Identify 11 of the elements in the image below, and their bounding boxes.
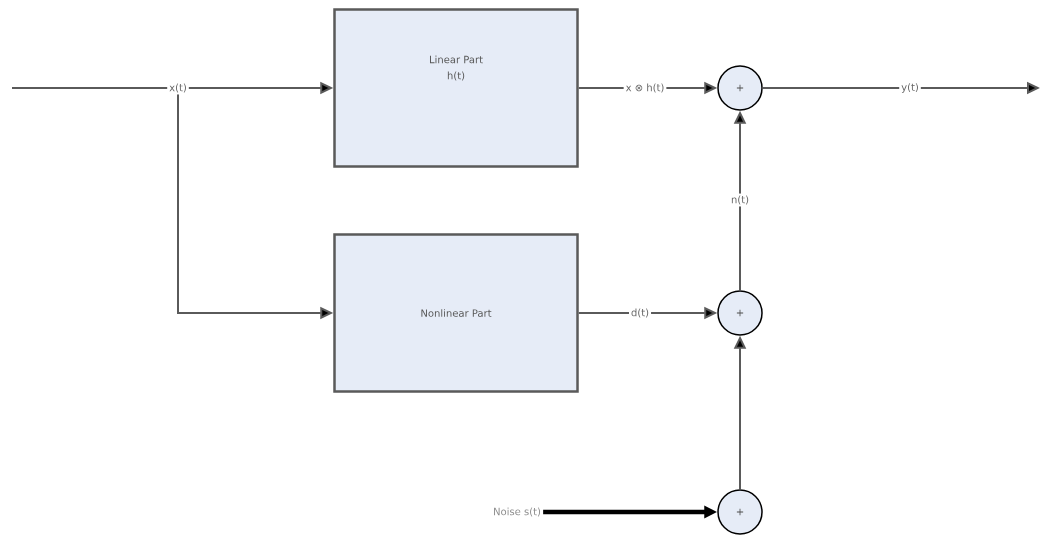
- process-box: Nonlinear Part: [333, 233, 579, 393]
- input-label: Noise s(t): [494, 507, 541, 517]
- edge-label: n(t): [729, 193, 752, 207]
- edge-label: y(t): [899, 81, 921, 95]
- summing-junction: +: [717, 489, 763, 535]
- edge-label: x(t): [167, 81, 189, 95]
- edge-label: d(t): [628, 306, 652, 320]
- summing-junction: +: [717, 290, 763, 336]
- process-box: Linear Part h(t): [333, 8, 579, 168]
- edge-label: x ⊗ h(t): [623, 81, 667, 95]
- summing-junction: +: [717, 65, 763, 111]
